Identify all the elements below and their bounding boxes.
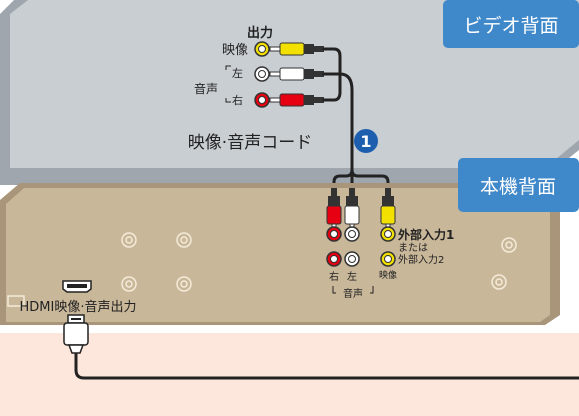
or-label: または [398, 242, 428, 254]
video-deck-back-label: ビデオ背面 [463, 15, 558, 37]
audio-left-out-plug [269, 67, 324, 81]
jack-video-label: 映像 [379, 269, 397, 281]
video-out-plug [269, 42, 324, 56]
video-in-jack-1 [380, 226, 396, 242]
audio-right-out-plug [269, 93, 324, 107]
left-out-label: 左 [232, 67, 243, 80]
main-unit-back-label: 本機背面 [480, 176, 556, 198]
cable-label: 映像·音声コード [188, 133, 312, 153]
tv-panel [0, 333, 579, 416]
video-out-jack [254, 41, 270, 57]
audio-right-out-jack [254, 92, 270, 108]
video-in-jack-2 [380, 251, 396, 267]
audio-right-in-jack-1 [326, 226, 342, 242]
hdmi-port [62, 280, 92, 293]
audio-left-out-jack [254, 66, 270, 82]
video-out-label: 映像 [222, 43, 248, 58]
hdmi-plug [63, 314, 89, 354]
audio-left-in-jack-1 [344, 226, 360, 242]
step-badge: 1 [354, 129, 378, 153]
video-deck-panel [0, 0, 579, 185]
hdmi-cable [74, 353, 579, 380]
right-out-label: 右 [232, 93, 243, 107]
jack-right-label: 右 [329, 270, 339, 283]
panel-terminal [121, 232, 517, 292]
step-number: 1 [360, 132, 371, 151]
audio-out-label: 音声 [194, 81, 218, 96]
audio-right-in-jack-2 [326, 251, 342, 267]
jack-left-label: 左 [347, 270, 357, 283]
av-cable [322, 47, 390, 190]
jack-audio-label: 音声 [343, 287, 363, 300]
main-unit-back-header: 本機背面 [458, 158, 579, 212]
hdmi-output-label: HDMI映像·音声出力 [20, 299, 137, 315]
audio-left-in-jack-2 [344, 251, 360, 267]
output-label: 出力 [247, 25, 273, 41]
external-input-1-label: 外部入力1 [398, 227, 454, 242]
external-input-2-label: 外部入力2 [398, 253, 444, 266]
main-unit-panel [0, 183, 560, 325]
hdmi-side-marker [7, 295, 25, 307]
video-deck-back-header: ビデオ背面 [443, 0, 579, 48]
